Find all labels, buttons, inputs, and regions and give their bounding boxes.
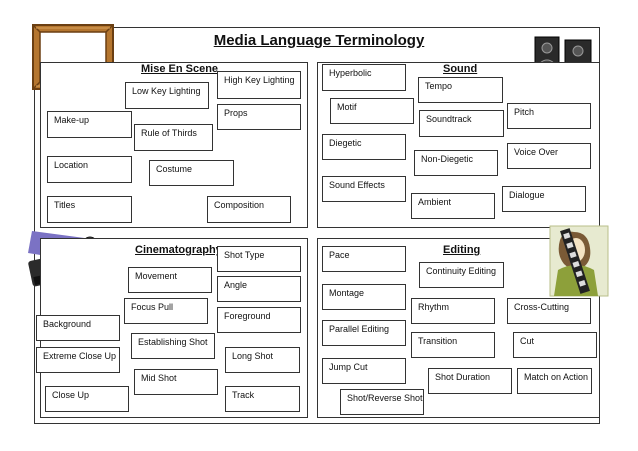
term-box: Shot Type (217, 246, 301, 272)
term-box: Foreground (217, 307, 301, 333)
term-box: Long Shot (225, 347, 300, 373)
term-box: Pitch (507, 103, 591, 129)
term-box: Rule of Thirds (134, 124, 213, 151)
term-box: Pace (322, 246, 406, 272)
page-title: Media Language Terminology (213, 32, 425, 49)
term-box: Motif (330, 98, 414, 124)
term-box: High Key Lighting (217, 71, 301, 99)
term-box: Rhythm (411, 298, 495, 324)
term-box: Diegetic (322, 134, 406, 160)
term-box: Movement (128, 267, 212, 293)
term-box: Background (36, 315, 120, 341)
term-box: Angle (217, 276, 301, 302)
section-title-editing: Editing (443, 244, 481, 256)
term-box: Focus Pull (124, 298, 208, 324)
term-box: Track (225, 386, 300, 412)
term-box: Sound Effects (322, 176, 406, 202)
term-box: Montage (322, 284, 406, 310)
term-box: Jump Cut (322, 358, 406, 384)
term-box: Costume (149, 160, 234, 186)
term-box: Close Up (45, 386, 129, 412)
term-box: Extreme Close Up (36, 347, 120, 373)
term-box: Voice Over (507, 143, 591, 169)
term-box: Location (47, 156, 132, 183)
term-box: Cross-Cutting (507, 298, 591, 324)
term-box: Hyperbolic (322, 64, 406, 91)
term-box: Transition (411, 332, 495, 358)
term-box: Non-Diegetic (414, 150, 498, 176)
term-box: Make-up (47, 111, 132, 138)
term-box: Titles (47, 196, 132, 223)
term-box: Props (217, 104, 301, 130)
term-box: Cut (513, 332, 597, 358)
section-title-sound: Sound (443, 63, 478, 75)
term-box: Continuity Editing (419, 262, 504, 288)
term-box: Ambient (411, 193, 495, 219)
term-box: Parallel Editing (322, 320, 406, 346)
term-box: Match on Action (517, 368, 592, 394)
section-title-cinematography: Cinematography (135, 244, 222, 256)
term-box: Establishing Shot (131, 333, 215, 359)
term-box: Soundtrack (419, 110, 504, 137)
term-box: Tempo (418, 77, 503, 103)
term-box: Low Key Lighting (125, 82, 209, 109)
term-box: Shot/Reverse Shot (340, 389, 424, 415)
term-box: Shot Duration (428, 368, 512, 394)
section-title-mise-en-scene: Mise En Scene (141, 63, 219, 75)
term-box: Mid Shot (134, 369, 218, 395)
term-box: Dialogue (502, 186, 586, 212)
film-editor-icon (549, 225, 609, 297)
term-box: Composition (207, 196, 291, 223)
